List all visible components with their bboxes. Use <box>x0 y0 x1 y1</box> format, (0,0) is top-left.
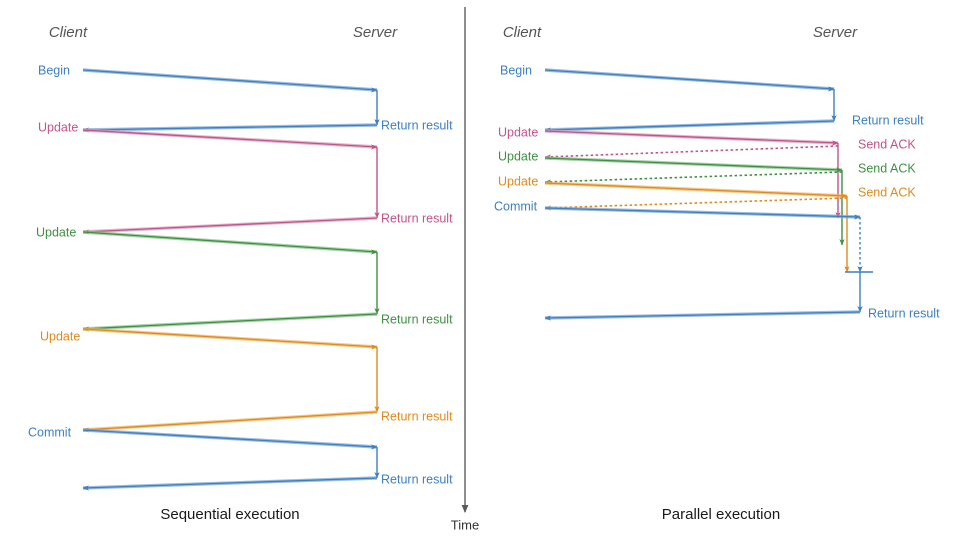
message-label-begin-request: Begin <box>500 63 532 77</box>
message-label-commit-return: Return result <box>868 306 940 320</box>
message-label-update3-return: Return result <box>381 409 453 423</box>
message-line-begin-return <box>544 120 835 133</box>
message-line-commit-request <box>82 429 378 450</box>
message-line-update1-ack <box>544 145 839 160</box>
message-label-update1-return: Return result <box>381 211 453 225</box>
message-label-update3-request: Update <box>40 329 80 343</box>
message-label-commit-request: Commit <box>494 199 538 213</box>
message-label-update3-request: Update <box>498 174 538 188</box>
actor-label-client: Client <box>49 24 88 41</box>
time-axis-arrowhead <box>461 505 469 513</box>
message-line-begin-request <box>82 69 378 93</box>
message-line-update3-request <box>544 182 848 199</box>
message-label-begin-return: Return result <box>852 113 924 127</box>
message-line-update1-request <box>82 129 378 150</box>
actor-label-server: Server <box>353 24 398 41</box>
message-line-update2-request <box>544 157 843 173</box>
message-line-update2-request <box>82 231 378 255</box>
message-label-update3-ack: Send ACK <box>858 185 916 199</box>
message-line-update1-return <box>82 217 378 235</box>
message-label-begin-return: Return result <box>381 118 453 132</box>
message-line-update3-request <box>82 328 378 350</box>
message-line-update2-ack <box>544 171 843 185</box>
message-line-update3-return <box>82 411 378 433</box>
message-line-commit-request <box>544 207 861 220</box>
message-line-commit-return <box>82 477 378 491</box>
message-label-update2-request: Update <box>36 225 76 239</box>
message-line-begin-return <box>82 124 378 133</box>
actor-label-client: Client <box>503 24 542 41</box>
message-label-begin-request: Begin <box>38 63 70 77</box>
message-line-update1-request <box>544 130 839 146</box>
message-label-commit-return: Return result <box>381 472 453 486</box>
panel-caption-sequential: Sequential execution <box>160 506 299 523</box>
message-label-update2-request: Update <box>498 149 538 163</box>
time-axis-layer: Time <box>451 7 479 532</box>
message-label-update2-return: Return result <box>381 312 453 326</box>
message-line-commit-return <box>544 311 861 321</box>
message-label-update1-request: Update <box>498 125 538 139</box>
message-line-begin-request <box>544 69 835 92</box>
message-line-update2-return <box>82 313 378 332</box>
message-label-commit-request: Commit <box>28 425 72 439</box>
message-line-update3-ack <box>544 197 848 211</box>
message-label-update1-request: Update <box>38 120 78 134</box>
message-label-update2-ack: Send ACK <box>858 161 916 175</box>
actor-label-server: Server <box>813 24 858 41</box>
panel-caption-parallel: Parallel execution <box>662 506 780 523</box>
message-label-update1-ack: Send ACK <box>858 137 916 151</box>
time-axis-label: Time <box>451 517 479 532</box>
